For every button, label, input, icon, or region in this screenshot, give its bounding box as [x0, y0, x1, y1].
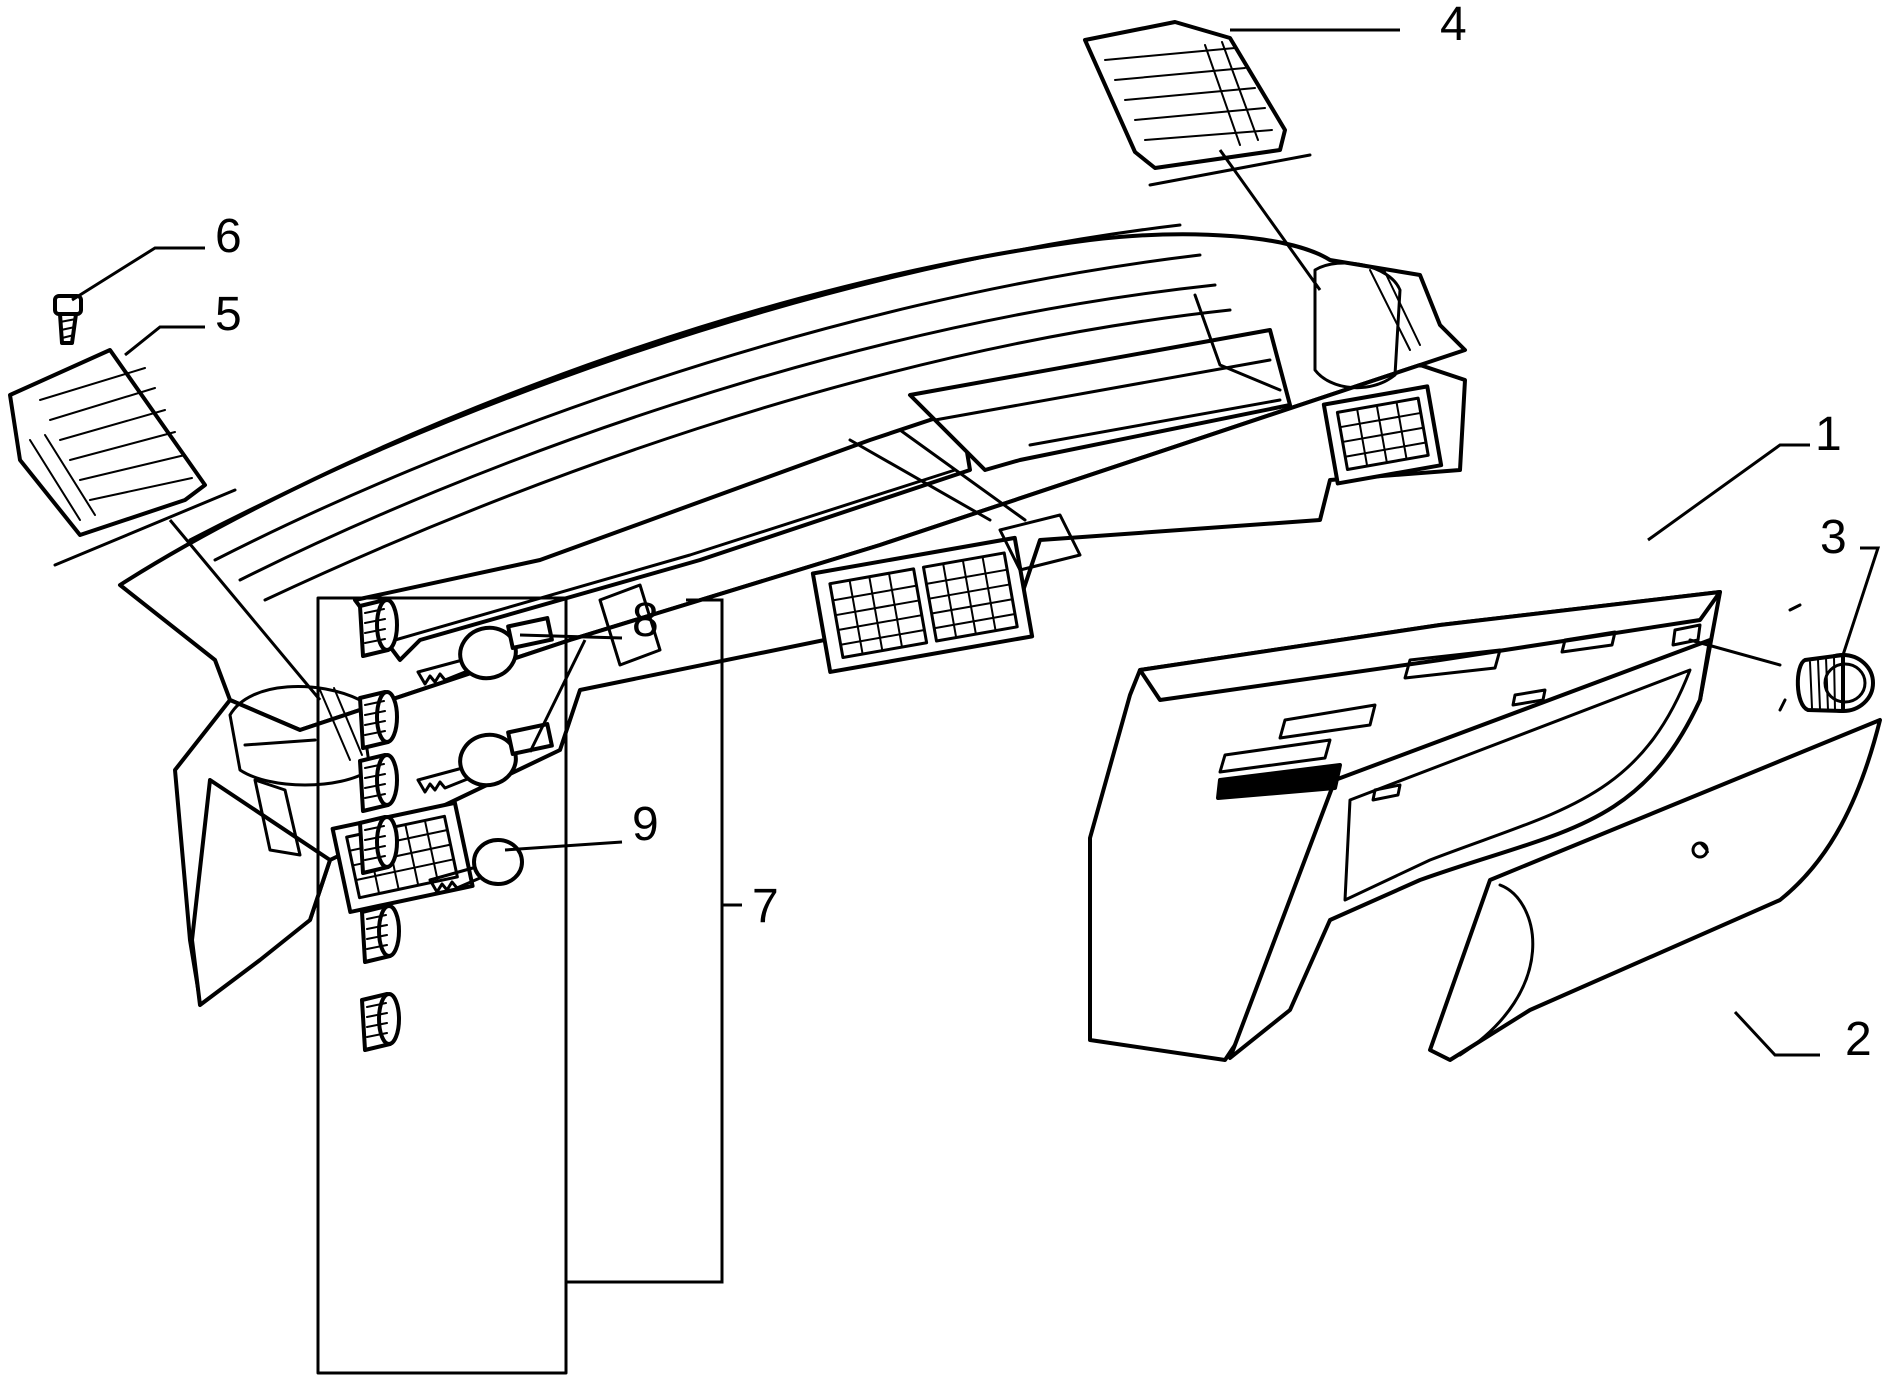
callout-7: 7 [752, 880, 779, 933]
lock-kit [316, 596, 742, 1375]
callout-5: 5 [215, 288, 242, 341]
glove-box-housing [1088, 590, 1802, 1062]
callout-6: 6 [215, 210, 242, 263]
center-vent-grille [828, 551, 1019, 660]
lock-cylinder [1795, 653, 1875, 713]
dashboard-panel [118, 223, 1467, 1007]
callout-2: 2 [1845, 1013, 1872, 1066]
key-with-tag-2 [416, 722, 554, 794]
callout-1: 1 [1815, 408, 1842, 461]
key-with-tag-1 [416, 616, 554, 686]
speaker-grille-left [8, 348, 322, 701]
screw [53, 294, 83, 345]
callout-8: 8 [632, 594, 659, 647]
right-vent-grille [1335, 396, 1430, 472]
callout-labels: 4 6 5 1 3 2 8 9 7 [215, 0, 1872, 1066]
leader-lines [71, 28, 1881, 1057]
kit-cylinders [358, 598, 401, 1052]
callout-9: 9 [632, 798, 659, 851]
callout-3: 3 [1820, 511, 1847, 564]
glove-box-door [1428, 718, 1882, 1062]
callout-4: 4 [1440, 0, 1467, 51]
speaker-grille-right [1083, 20, 1322, 291]
